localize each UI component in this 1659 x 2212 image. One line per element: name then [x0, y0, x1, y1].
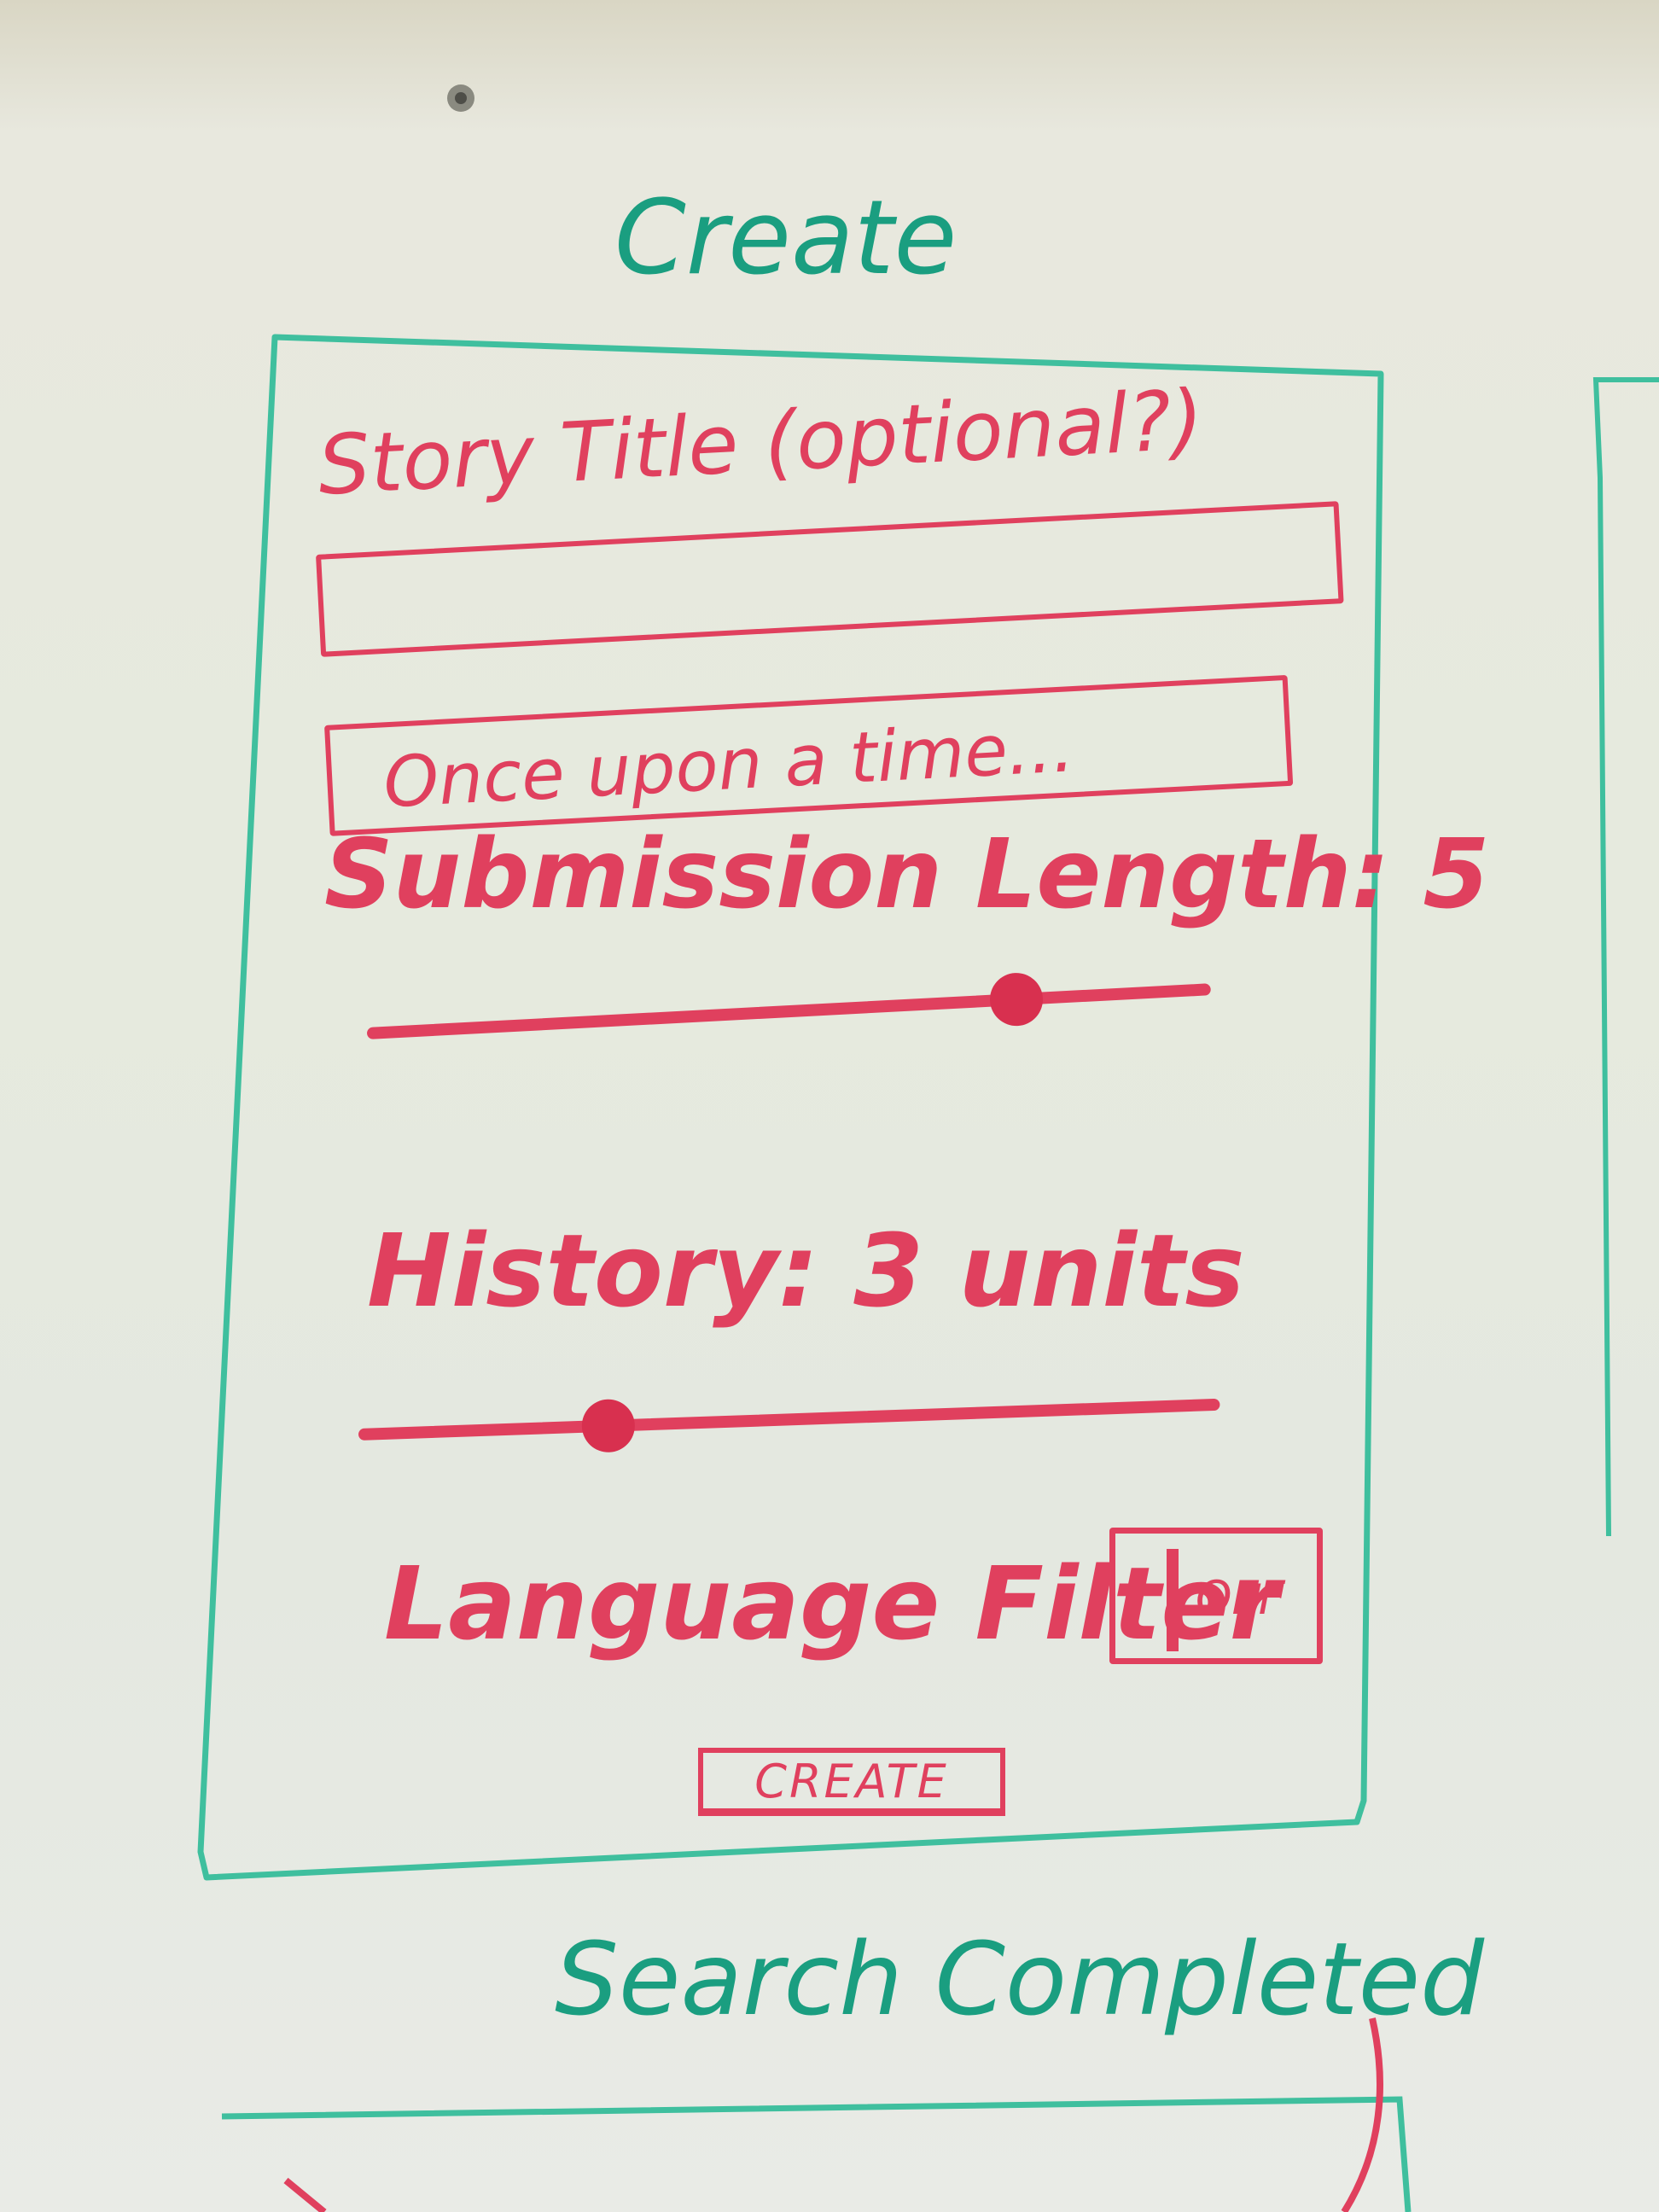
story-title-value	[321, 558, 350, 619]
slider-thumb[interactable]	[580, 1398, 636, 1453]
language-filter-toggle[interactable]: OFF	[1109, 1528, 1323, 1664]
screen-title: Create	[614, 179, 958, 298]
create-button-label: CREATE	[754, 1755, 949, 1808]
language-filter-label: Language Filter	[384, 1545, 1279, 1662]
search-screen-frame	[221, 2096, 1412, 2212]
toggle-knob	[1167, 1549, 1179, 1651]
create-screen-frame	[197, 334, 1384, 1881]
create-button[interactable]: CREATE	[698, 1748, 1005, 1816]
history-label: History: 3 units	[367, 1212, 1245, 1330]
next-screen-frame	[1592, 377, 1659, 1537]
slider-thumb[interactable]	[988, 971, 1045, 1027]
search-completed-title: Search Completed	[555, 1920, 1485, 2038]
submission-length-label: Submission Length: 5	[324, 819, 1490, 930]
toggle-state-label: OFF	[1196, 1571, 1285, 1625]
